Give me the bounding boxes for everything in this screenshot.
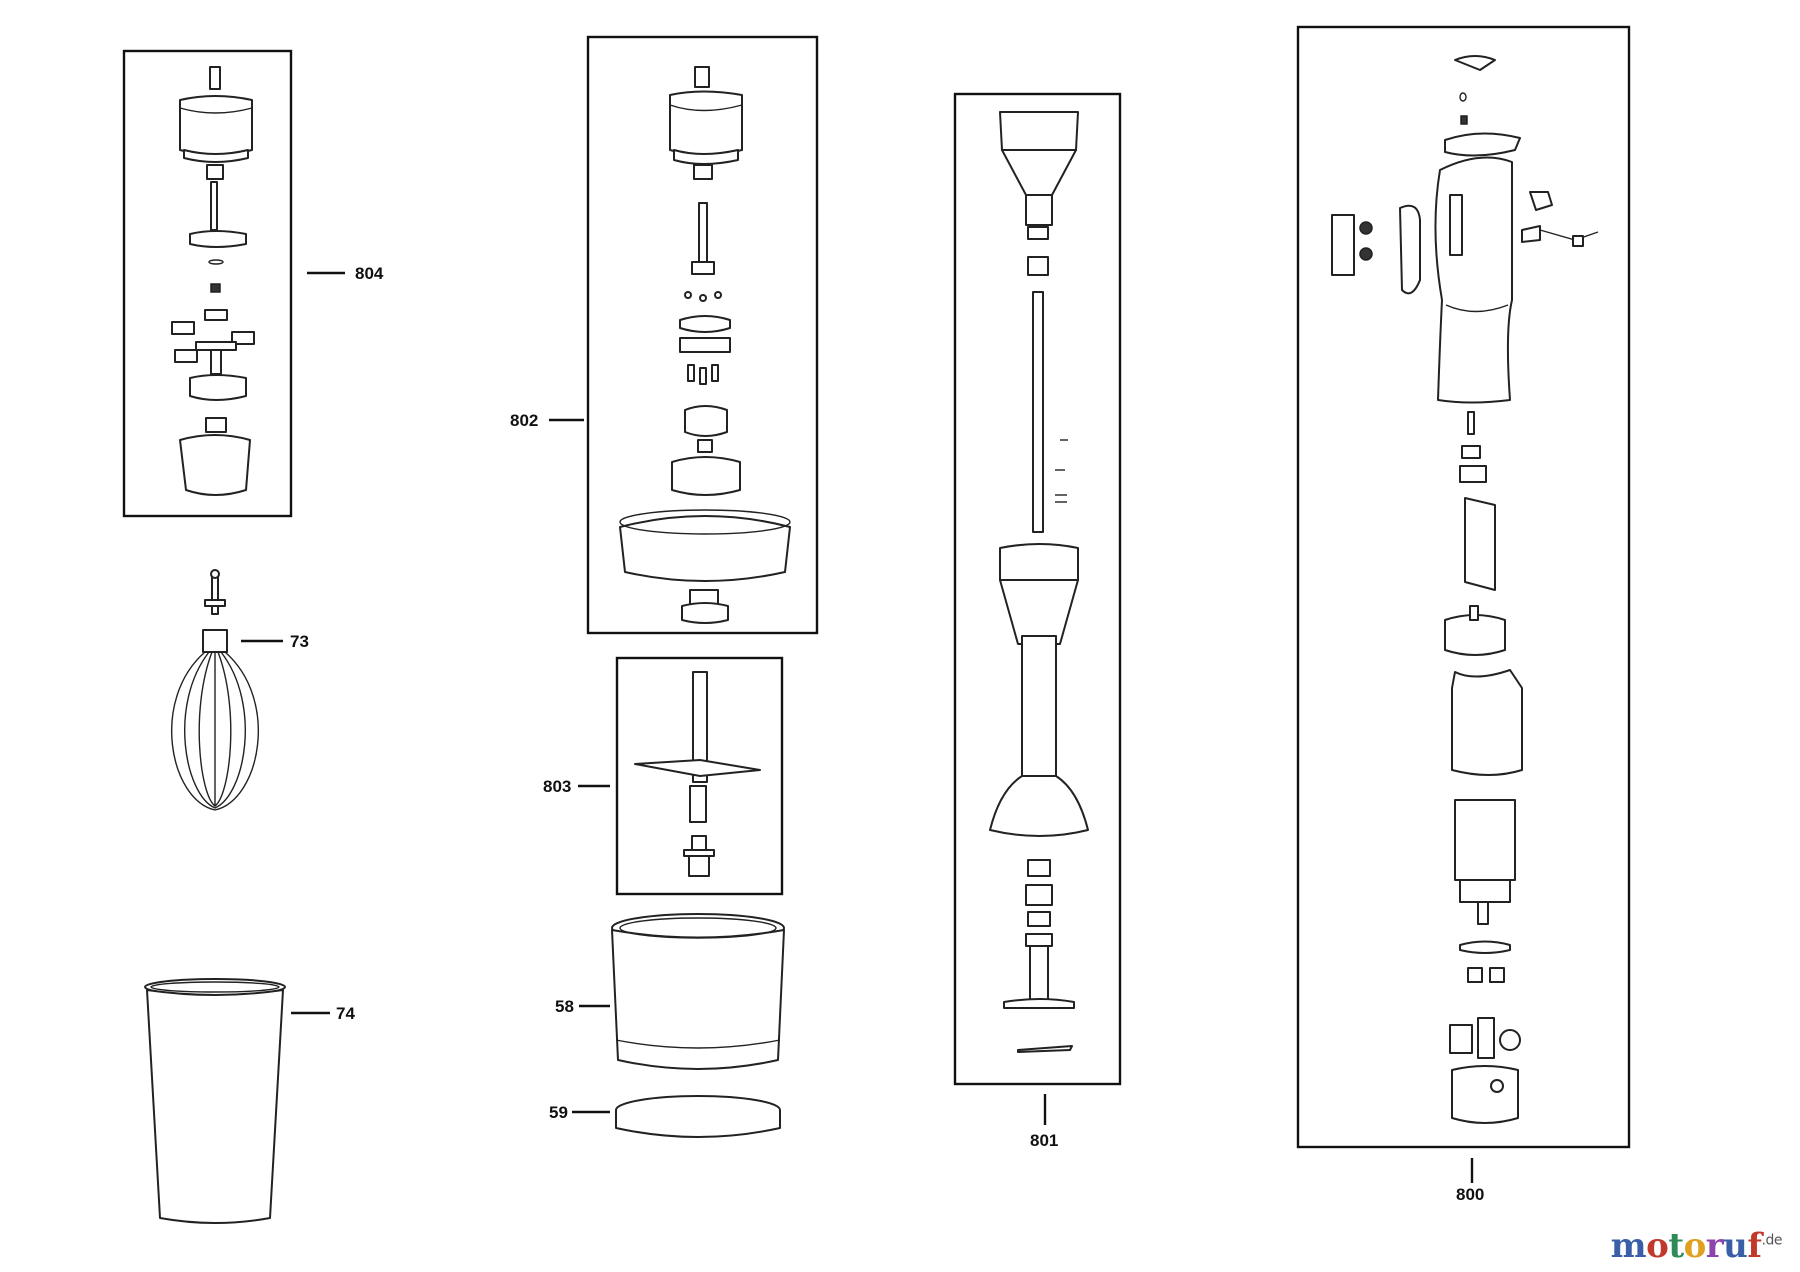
callout-803: 803 (543, 777, 571, 796)
whisk-73 (171, 569, 259, 811)
callout-804: 804 (355, 264, 384, 283)
assembly-803-frame (615, 656, 784, 896)
assembly-804-frame (122, 49, 293, 518)
callout-74: 74 (336, 1004, 355, 1023)
callout-73: 73 (290, 632, 309, 651)
ring-59 (615, 1095, 781, 1138)
callout-58: 58 (555, 997, 574, 1016)
motoruf-watermark-logo: motoruf.de (1610, 1226, 1783, 1266)
callout-802: 802 (510, 411, 538, 430)
assembly-802 (586, 35, 819, 635)
assembly-801-frame (953, 92, 1122, 1086)
bowl-58 (611, 913, 785, 1070)
assembly-804 (122, 49, 293, 518)
assembly-803 (615, 656, 784, 896)
callout-801: 801 (1030, 1131, 1058, 1150)
assembly-800 (1296, 25, 1631, 1149)
assembly-801 (953, 92, 1122, 1086)
assembly-802-frame (586, 35, 819, 635)
callout-59: 59 (549, 1103, 568, 1122)
callout-800: 800 (1456, 1185, 1484, 1204)
assembly-800-frame (1296, 25, 1631, 1149)
beaker-74 (144, 978, 286, 1224)
